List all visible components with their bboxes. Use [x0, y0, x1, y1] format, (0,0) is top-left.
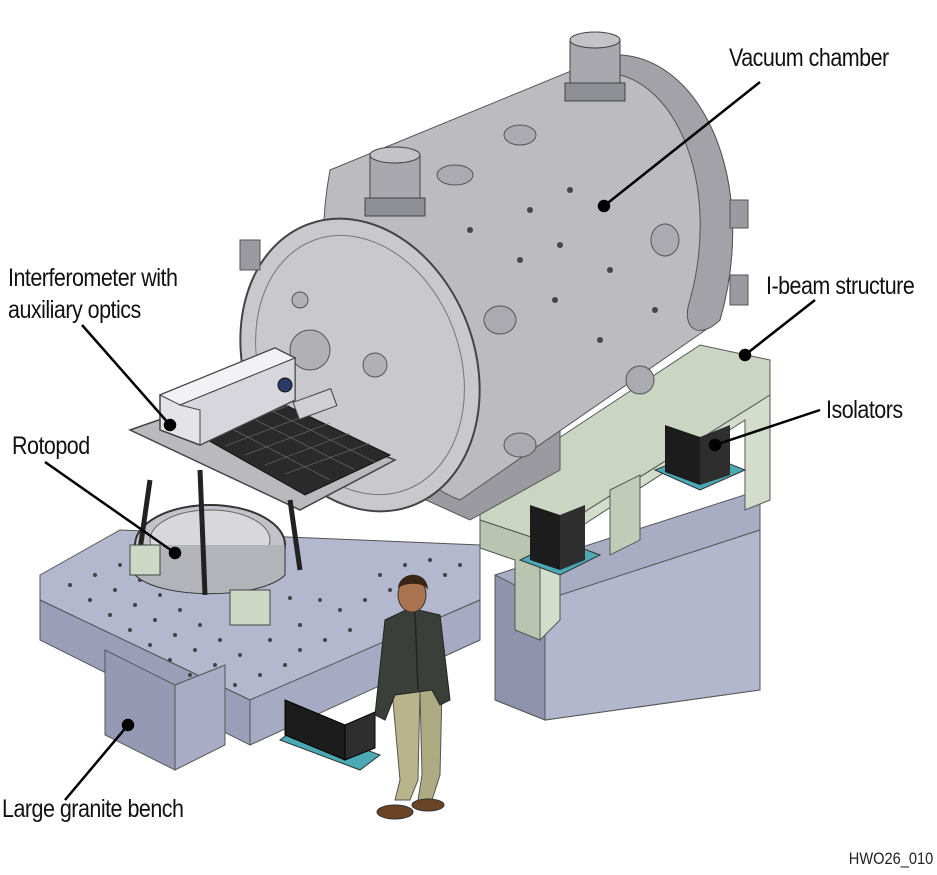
- leader-isolators: [714, 408, 821, 447]
- leader-interferometer: [81, 324, 171, 426]
- chamber-isolator-2: [653, 425, 747, 491]
- person-figure: [374, 574, 451, 820]
- turbo-pump-rear: [564, 31, 626, 102]
- label-large-granite-bench: Large granite bench: [2, 795, 184, 823]
- interferometer-box: [158, 347, 338, 446]
- label-isolators: Isolators: [826, 396, 903, 424]
- label-interferometer-line2: auxiliary optics: [8, 296, 141, 324]
- turbo-pump-front: [364, 146, 426, 217]
- label-vacuum-chamber: Vacuum chamber: [729, 44, 889, 72]
- chamber-isolator-1: [518, 505, 602, 576]
- bench-isolator: [278, 699, 382, 771]
- label-rotopod: Rotopod: [12, 432, 90, 460]
- i-beam-structure: [479, 344, 771, 642]
- leader-rotopod: [44, 460, 176, 555]
- rotopod: [129, 469, 303, 626]
- leader-lines: [44, 81, 821, 801]
- figure-id: HWO26_010: [848, 849, 933, 868]
- label-i-beam-structure: I-beam structure: [766, 272, 915, 300]
- leader-vacuum-chamber: [603, 81, 761, 207]
- vacuum-chamber: [239, 31, 749, 521]
- leader-i-beam: [744, 299, 816, 356]
- leader-granite-bench: [64, 724, 129, 801]
- label-interferometer-line1: Interferometer with: [8, 264, 178, 292]
